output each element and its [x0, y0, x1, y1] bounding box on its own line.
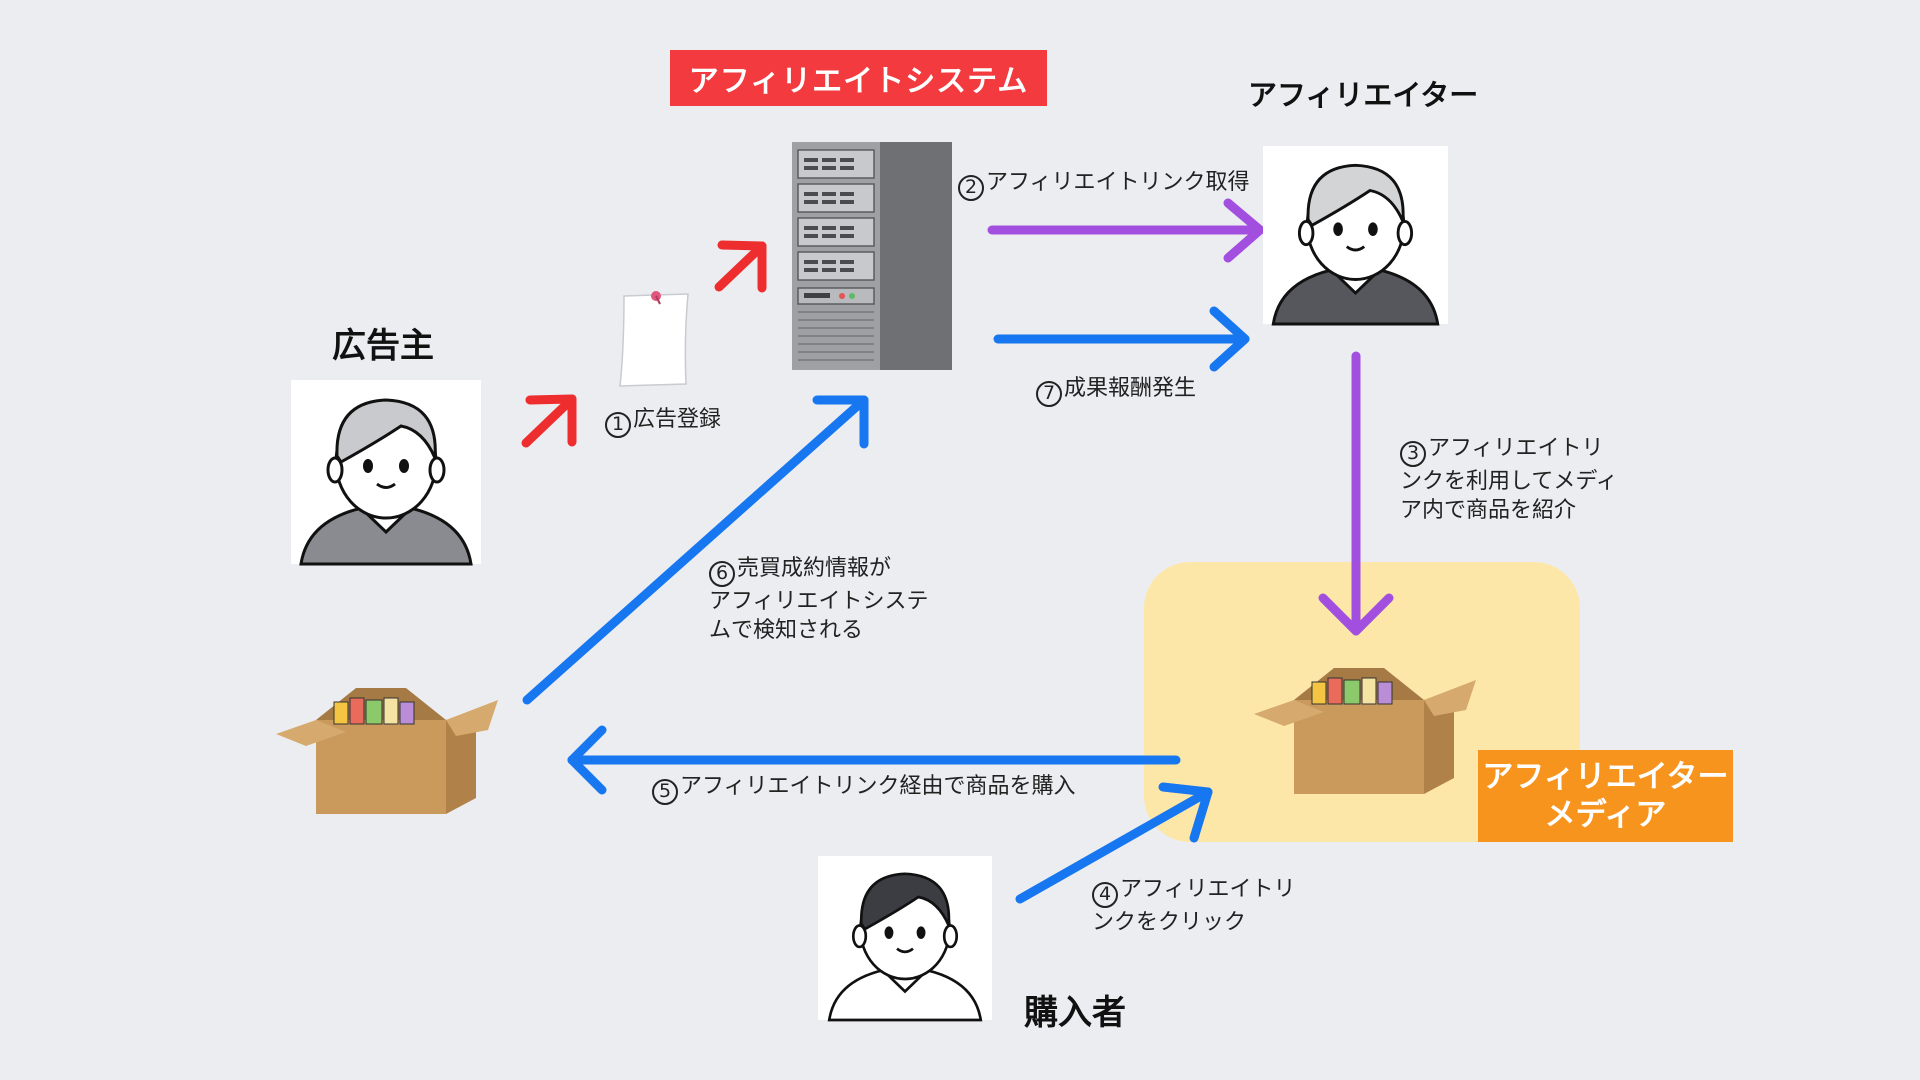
step-number: 3	[1400, 440, 1426, 467]
document-icon	[619, 291, 689, 387]
step-text: 売買成約情報が	[737, 556, 892, 581]
purple-arrow-server-to-affiliater	[987, 198, 1265, 263]
step-text: 広告登録	[633, 407, 722, 432]
step-text: アフィリエイトリ	[1428, 436, 1604, 461]
red-arrow-advertiser-to-document	[521, 394, 577, 448]
blue-arrow-box-to-server	[522, 395, 869, 705]
person-icon	[827, 872, 983, 1022]
affiliate-system-title: アフィリエイトシステム	[670, 50, 1047, 106]
step-number: 1	[605, 411, 631, 438]
cardboard-box-icon	[1254, 668, 1476, 794]
server-icon	[792, 142, 952, 370]
blue-arrow-buyer-to-media	[1015, 782, 1213, 904]
step-text: アフィリエイトリンク経由で商品を購入	[680, 774, 1076, 799]
step-text: ア内で商品を紹介	[1400, 497, 1577, 523]
media-label-line1: アフィリエイター	[1482, 759, 1729, 795]
step-text: 成果報酬発生	[1064, 376, 1197, 401]
blue-arrow-media-to-advertiser	[567, 725, 1181, 795]
media-label-line2: メディア	[1544, 797, 1667, 833]
step-number: 6	[709, 560, 735, 587]
step-text: ムで検知される	[709, 617, 864, 643]
step-number: 7	[1036, 380, 1062, 407]
affiliater-label: アフィリエイター	[1248, 78, 1479, 112]
cardboard-box-icon	[276, 688, 498, 814]
buyer-label: 購入者	[1024, 993, 1126, 1033]
step-text: ンクを利用してメディ	[1400, 468, 1618, 494]
affiliater-avatar	[1263, 146, 1448, 326]
step-number: 4	[1092, 881, 1118, 908]
step-text: ンクをクリック	[1092, 909, 1247, 935]
person-icon	[1271, 163, 1440, 326]
red-arrow-document-to-server	[714, 240, 767, 293]
step-text: アフィリエイトシステ	[709, 588, 929, 614]
step-number: 5	[652, 778, 678, 805]
step-text: アフィリエイトリンク取得	[986, 170, 1250, 195]
step-number: 2	[958, 174, 984, 201]
blue-arrow-server-to-affiliater	[993, 306, 1250, 372]
advertiser-avatar	[291, 380, 481, 566]
advertiser-label: 広告主	[332, 326, 434, 366]
person-icon	[299, 398, 473, 566]
affiliate-media-label: アフィリエイター メディア	[1478, 750, 1733, 842]
buyer-avatar	[818, 856, 992, 1022]
step-text: アフィリエイトリ	[1120, 877, 1296, 902]
purple-arrow-affiliater-to-media	[1318, 351, 1394, 636]
